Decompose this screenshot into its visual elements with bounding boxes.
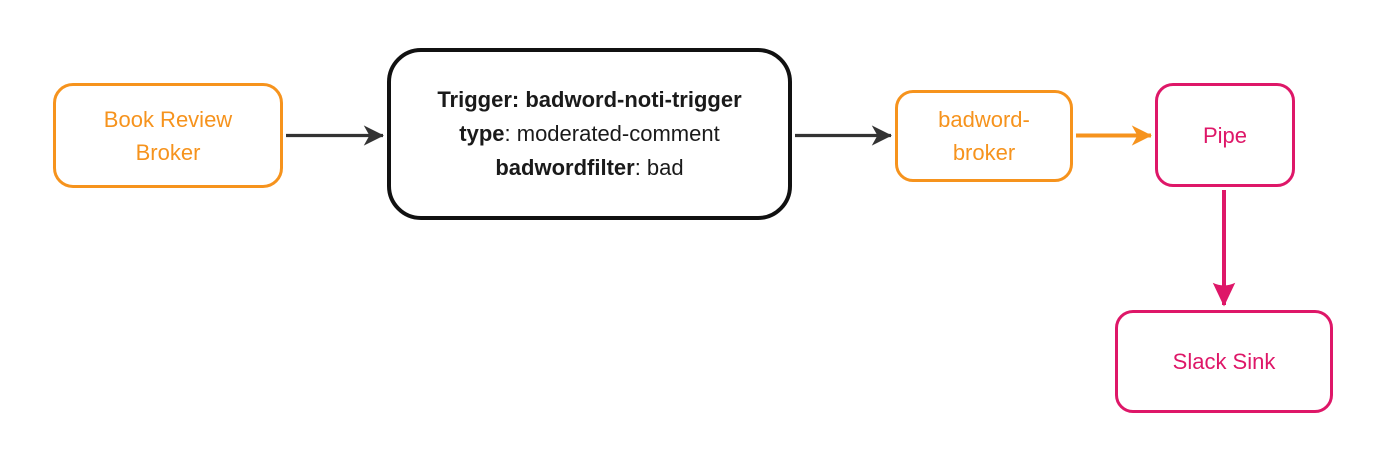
node-slack-sink: Slack Sink xyxy=(1115,310,1333,413)
node-badword-broker: badword-broker xyxy=(895,90,1073,182)
node-label: badword-broker xyxy=(938,107,1030,165)
trigger-line-2: type: moderated-comment xyxy=(459,121,720,146)
node-label: Slack Sink xyxy=(1172,349,1276,374)
node-pipe: Pipe xyxy=(1155,83,1295,187)
node-book-review-broker: Book Review Broker xyxy=(53,83,283,188)
node-label: Book Review Broker xyxy=(103,106,233,165)
trigger-line-3: badwordfilter: bad xyxy=(495,155,684,180)
trigger-line-1: Trigger: badword-noti-trigger xyxy=(437,87,742,112)
node-label: Pipe xyxy=(1202,122,1248,148)
node-trigger-details: Trigger: badword-noti-trigger type: mode… xyxy=(387,48,792,220)
